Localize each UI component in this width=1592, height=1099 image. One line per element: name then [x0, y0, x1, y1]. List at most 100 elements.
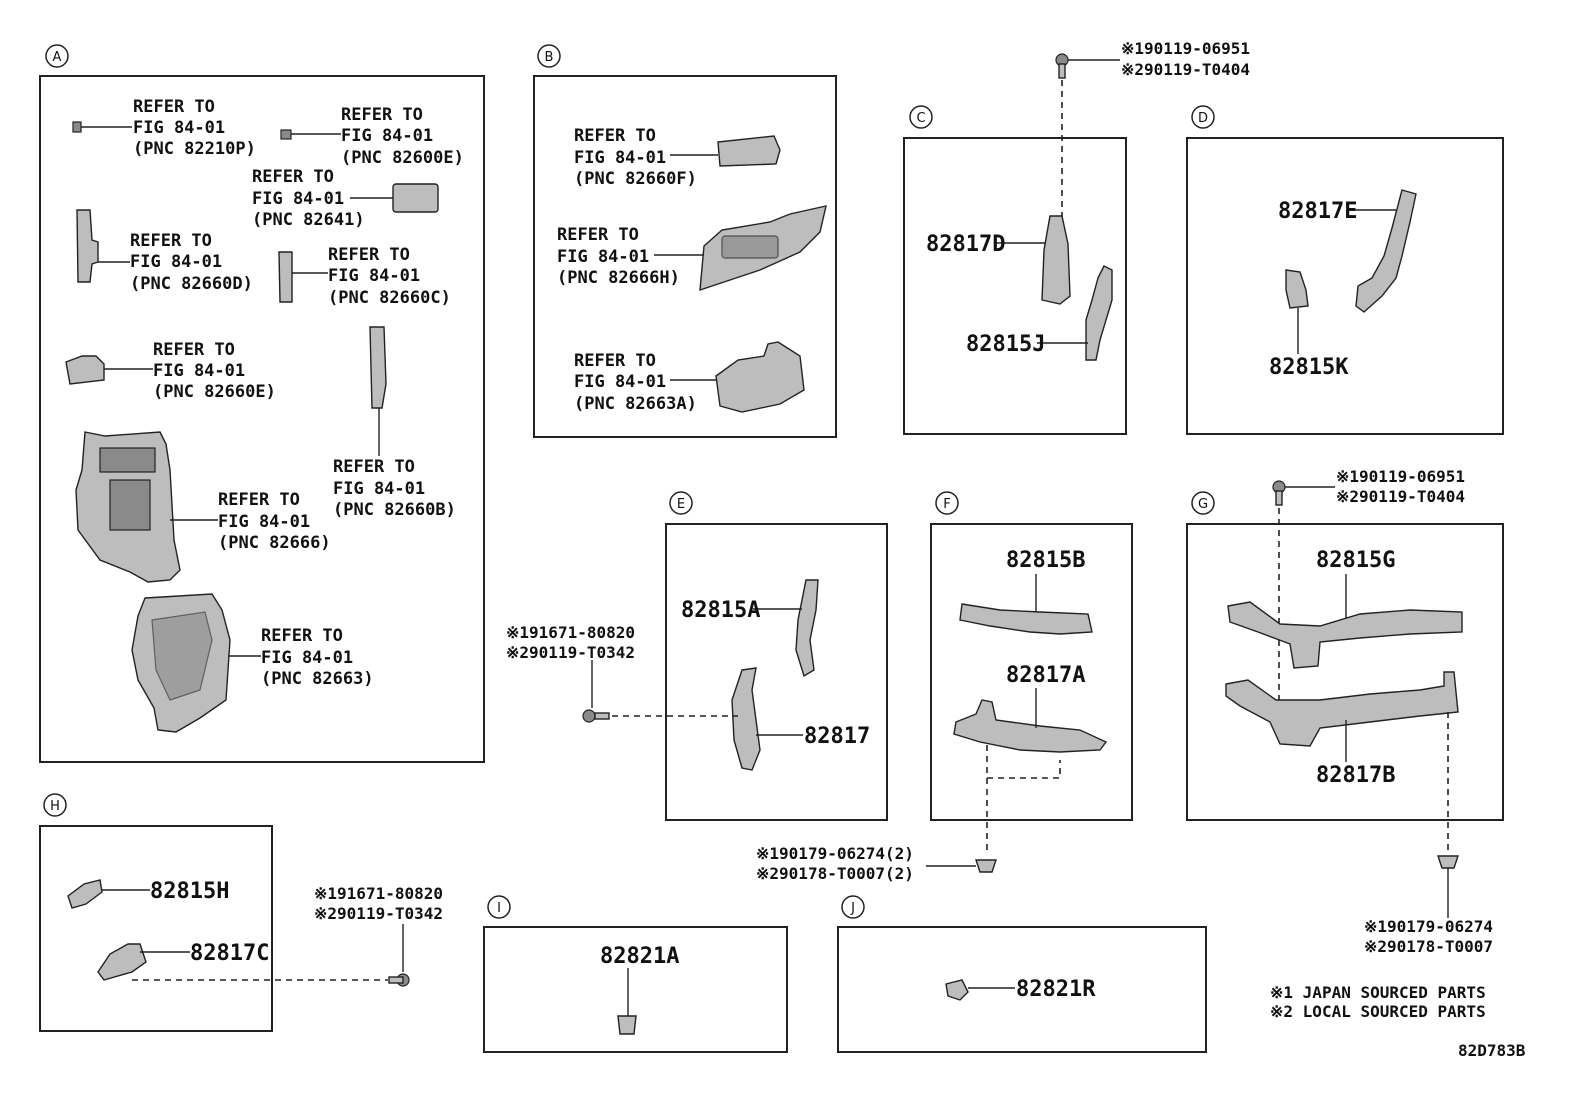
- part-82815a[interactable]: 82815A: [681, 579, 819, 678]
- ref-82641[interactable]: REFER TO FIG 84-01 (PNC 82641): [252, 167, 439, 230]
- svg-text:REFER TO: REFER TO: [328, 245, 410, 265]
- legend-local: ※2 LOCAL SOURCED PARTS: [1270, 1002, 1486, 1021]
- bolt-g[interactable]: ※190119-06951 ※290119-T0404: [1272, 467, 1465, 730]
- svg-text:82815G: 82815G: [1316, 548, 1395, 573]
- svg-text:(PNC 82666H): (PNC 82666H): [557, 268, 680, 288]
- svg-text:※190179-06274: ※190179-06274: [1364, 917, 1493, 936]
- section-d-frame: [1186, 137, 1504, 435]
- legend-japan: ※1 JAPAN SOURCED PARTS: [1270, 983, 1486, 1002]
- svg-text:※190119-06951: ※190119-06951: [1121, 39, 1250, 58]
- svg-text:FIG 84-01: FIG 84-01: [153, 361, 245, 381]
- svg-text:(PNC 82663A): (PNC 82663A): [574, 394, 697, 414]
- svg-text:FIG 84-01: FIG 84-01: [557, 247, 649, 267]
- diagram-code: 82D783B: [1458, 1041, 1526, 1060]
- part-82815k[interactable]: 82815K: [1269, 269, 1349, 380]
- section-e-frame: [665, 523, 888, 821]
- svg-text:(PNC 82660B): (PNC 82660B): [333, 500, 456, 520]
- section-d: D 82817E 82815K: [1186, 105, 1504, 435]
- svg-text:82815A: 82815A: [681, 598, 760, 623]
- svg-text:※290178-T0007(2): ※290178-T0007(2): [756, 864, 914, 883]
- section-h-frame: [39, 825, 273, 1032]
- ref-82660d[interactable]: REFER TO FIG 84-01 (PNC 82660D): [76, 209, 253, 294]
- ref-82660e[interactable]: REFER TO FIG 84-01 (PNC 82660E): [65, 340, 276, 402]
- ref-82666h[interactable]: REFER TO FIG 84-01 (PNC 82666H): [557, 205, 827, 292]
- section-g: G 82815G 82817B: [1186, 491, 1504, 852]
- svg-text:REFER TO: REFER TO: [261, 626, 343, 646]
- ref-82660f[interactable]: REFER TO FIG 84-01 (PNC 82660F): [574, 126, 781, 189]
- part-82817b[interactable]: 82817B: [1225, 671, 1459, 788]
- bolt-h[interactable]: ※191671-80820 ※290119-T0342: [314, 884, 443, 987]
- svg-text:82817: 82817: [804, 724, 870, 749]
- svg-text:REFER TO: REFER TO: [133, 97, 215, 117]
- svg-text:FIG 84-01: FIG 84-01: [218, 512, 310, 532]
- ref-82600e[interactable]: REFER TO FIG 84-01 (PNC 82600E): [280, 105, 464, 168]
- part-82817c[interactable]: 82817C: [97, 941, 269, 981]
- part-82815j[interactable]: 82815J: [966, 265, 1113, 361]
- section-j-frame: [837, 926, 1207, 1053]
- svg-text:(PNC 82641): (PNC 82641): [252, 210, 365, 230]
- part-82817a[interactable]: 82817A: [953, 663, 1108, 753]
- part-82821a[interactable]: 82821A: [600, 944, 679, 1035]
- ref-82210p[interactable]: REFER TO FIG 84-01 (PNC 82210P): [72, 97, 256, 159]
- section-e: E 82815A 82817: [665, 491, 888, 821]
- svg-text:82817B: 82817B: [1316, 763, 1395, 788]
- svg-text:(PNC 82600E): (PNC 82600E): [341, 148, 464, 168]
- svg-text:※290119-T0404: ※290119-T0404: [1336, 487, 1465, 506]
- part-82817d[interactable]: 82817D: [926, 215, 1071, 305]
- part-82817[interactable]: 82817: [731, 667, 870, 771]
- section-a-label: A: [53, 50, 62, 65]
- ref-82666[interactable]: REFER TO FIG 84-01 (PNC 82666): [75, 431, 331, 583]
- section-g-frame: [1186, 523, 1504, 821]
- svg-text:(PNC 82660E): (PNC 82660E): [153, 382, 276, 402]
- svg-text:(PNC 82660C): (PNC 82660C): [328, 288, 451, 308]
- section-b-label: B: [545, 50, 554, 65]
- svg-text:(PNC 82660F): (PNC 82660F): [574, 169, 697, 189]
- svg-text:(PNC 82666): (PNC 82666): [218, 533, 331, 553]
- svg-text:※191671-80820: ※191671-80820: [506, 623, 635, 642]
- svg-text:82817D: 82817D: [926, 232, 1005, 257]
- svg-text:※190179-06274(2): ※190179-06274(2): [756, 844, 914, 863]
- svg-text:82817E: 82817E: [1278, 199, 1357, 224]
- section-d-label: D: [1198, 111, 1208, 126]
- section-b-frame: [533, 75, 837, 438]
- svg-text:REFER TO: REFER TO: [574, 126, 656, 146]
- svg-text:FIG 84-01: FIG 84-01: [341, 126, 433, 146]
- svg-text:FIG 84-01: FIG 84-01: [130, 252, 222, 272]
- svg-text:82815J: 82815J: [966, 332, 1045, 357]
- svg-text:REFER TO: REFER TO: [574, 351, 656, 371]
- svg-text:REFER TO: REFER TO: [341, 105, 423, 125]
- ref-82663a[interactable]: REFER TO FIG 84-01 (PNC 82663A): [574, 341, 805, 414]
- section-i-frame: [483, 926, 788, 1053]
- clip-f[interactable]: ※190179-06274(2) ※290178-T0007(2): [756, 844, 997, 883]
- part-82815g[interactable]: 82815G: [1227, 548, 1463, 669]
- svg-text:(PNC 82663): (PNC 82663): [261, 669, 374, 689]
- svg-text:※290119-T0342: ※290119-T0342: [506, 643, 635, 662]
- section-b: B REFER TO FIG 84-01 (PNC 82660F) REFER …: [533, 44, 837, 438]
- svg-text:REFER TO: REFER TO: [130, 231, 212, 251]
- svg-text:82821A: 82821A: [600, 944, 679, 969]
- section-c-frame: [903, 137, 1127, 435]
- section-j: J 82821R: [837, 895, 1207, 1053]
- section-f-label: F: [943, 497, 950, 512]
- clip-g[interactable]: ※190179-06274 ※290178-T0007: [1364, 855, 1493, 956]
- legend: ※1 JAPAN SOURCED PARTS ※2 LOCAL SOURCED …: [1270, 983, 1486, 1021]
- part-82815b[interactable]: 82815B: [959, 548, 1093, 635]
- svg-text:(PNC 82210P): (PNC 82210P): [133, 139, 256, 159]
- ref-82660c[interactable]: REFER TO FIG 84-01 (PNC 82660C): [278, 245, 451, 308]
- section-e-label: E: [677, 497, 685, 512]
- part-82815h[interactable]: 82815H: [67, 879, 229, 909]
- ref-82660b[interactable]: REFER TO FIG 84-01 (PNC 82660B): [333, 326, 456, 520]
- svg-text:(PNC 82660D): (PNC 82660D): [130, 274, 253, 294]
- section-j-label: J: [850, 901, 855, 916]
- svg-text:FIG 84-01: FIG 84-01: [252, 189, 344, 209]
- ref-82663[interactable]: REFER TO FIG 84-01 (PNC 82663): [131, 593, 374, 733]
- part-82817e[interactable]: 82817E: [1278, 189, 1417, 313]
- part-82821r[interactable]: 82821R: [945, 977, 1096, 1002]
- bolt-e[interactable]: ※191671-80820 ※290119-T0342: [506, 623, 738, 723]
- bolt-c[interactable]: ※190119-06951 ※290119-T0404: [1055, 39, 1250, 300]
- section-a-frame: [39, 75, 485, 763]
- section-f: F 82815B 82817A: [930, 491, 1133, 855]
- section-c: C 82817D 82815J: [903, 105, 1127, 435]
- svg-text:FIG 84-01: FIG 84-01: [574, 372, 666, 392]
- section-i: I 82821A: [483, 895, 788, 1053]
